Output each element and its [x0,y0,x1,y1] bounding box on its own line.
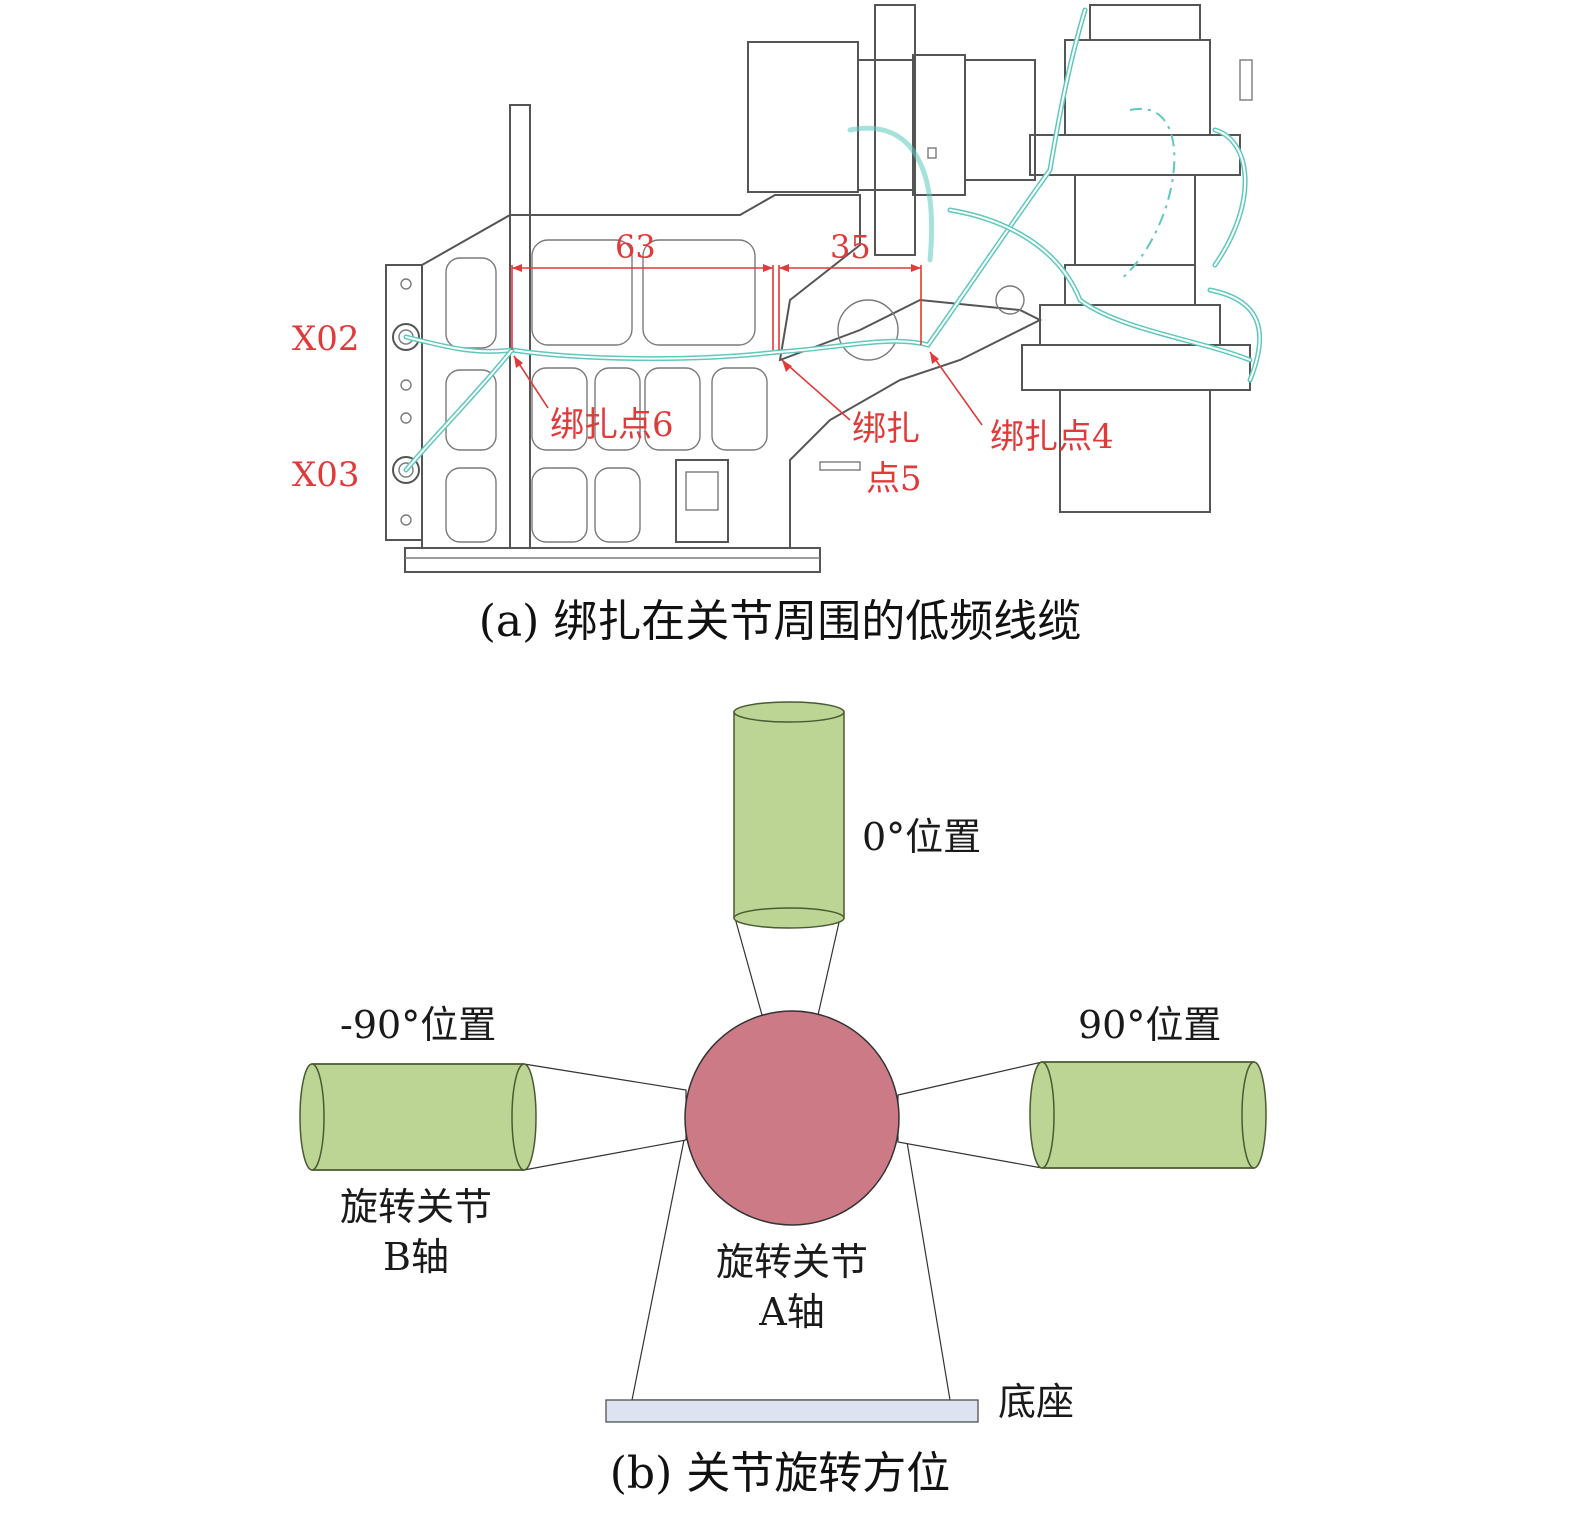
leader-arrow [782,360,792,372]
truss-window [644,367,701,451]
panel-screw [400,379,412,391]
cylinder-minus-90-body [311,1063,525,1171]
dim-arrow [779,264,789,272]
joint-flange-upper [1029,134,1241,176]
vertical-post [509,104,531,549]
truss-window [531,367,588,451]
panel-screw [400,514,412,526]
label-minus-90-position: -90°位置 [340,1003,496,1047]
truss-window [445,369,497,451]
bracket-body [421,194,1043,549]
joint-b-label-line2: B轴 [383,1235,449,1279]
connector-x03-pin [398,462,414,478]
dim-arrow [911,264,921,272]
gear-housing [964,59,1036,181]
truss-window [445,257,497,349]
lower-component-detail [685,471,719,511]
left-link-cone [523,1063,687,1171]
cylinder-90-right-end [1241,1061,1267,1169]
joint-lower-drum [1059,389,1211,513]
joint-a-sphere [684,1010,900,1226]
tie-point-5-label-line1: 绑扎 [852,409,920,449]
joint-ring [1064,264,1196,306]
truss-window [594,467,641,543]
label-x02: X02 [292,319,359,359]
label-plate [819,461,861,471]
dimension-label-35: 35 [830,228,871,266]
tie-point-6-label: 绑扎点6 [550,405,674,445]
panel-screw [400,278,412,290]
leader-arrow [514,356,523,368]
motor-housing [747,41,859,193]
cylinder-90-body [1041,1061,1255,1169]
tie-point-4-label: 绑扎点4 [990,417,1114,457]
joint-upper-drum [1064,39,1211,136]
panel-screw [400,412,412,424]
base-plate [404,547,821,573]
connector-x02-socket [392,323,420,351]
cylinder-minus-90-left-end [299,1063,325,1171]
connector-x03-socket [392,456,420,484]
joint-base-plate [1021,344,1251,391]
label-x03: X03 [292,455,359,495]
joint-b-label-line1: 旋转关节 [340,1185,492,1229]
dimension-label-63: 63 [615,228,656,266]
truss-window [531,467,588,543]
dim-arrow [763,264,773,272]
truss-window [711,367,768,451]
pivot-hole [995,285,1025,315]
truss-window [642,239,756,346]
plate-slot [927,147,937,159]
joint-top-cap [1089,4,1201,41]
joint-a-label-line2: A轴 [758,1290,824,1334]
low-frequency-cable [403,7,1263,473]
caption-b: (b) 关节旋转方位 [610,1448,950,1499]
tie-point-5-leader [781,359,851,421]
adapter-block [912,54,966,196]
motor-flange [857,59,914,191]
truss-window [594,367,641,451]
cylinder-minus-90-right-end [511,1063,537,1171]
dimension-annotations [511,264,983,426]
side-lug [1239,59,1253,101]
top-link-cone [734,917,841,1016]
tie-point-4-leader [929,351,983,426]
tie-point-5-label-line2: 点5 [866,459,922,499]
cylinder-0-deg-body [733,711,845,919]
truss-window [531,239,633,346]
figure-a-mechanical-drawing [385,4,1253,573]
connector-panel [385,264,423,541]
dim-arrow [512,264,522,272]
base-plate-b [605,1399,979,1423]
base-label: 底座 [998,1380,1074,1424]
cylinder-90-left-end [1029,1061,1055,1169]
caption-a: (a) 绑扎在关节周围的低频线缆 [479,596,1082,647]
joint-a-label-line1: 旋转关节 [716,1240,868,1284]
right-link-cone [897,1061,1043,1169]
cylinder-0-deg-top [733,701,845,723]
label-0-deg-position: 0°位置 [862,815,981,859]
leader-arrow [930,352,939,364]
lower-component [675,459,729,543]
figure-b-joint-diagram [299,701,1267,1423]
label-90-position: 90°位置 [1078,1003,1221,1047]
cylinder-0-deg-bottom [733,907,845,929]
truss-window [445,467,497,543]
joint-middle-drum [1074,174,1196,266]
bracket-hole [837,299,899,361]
